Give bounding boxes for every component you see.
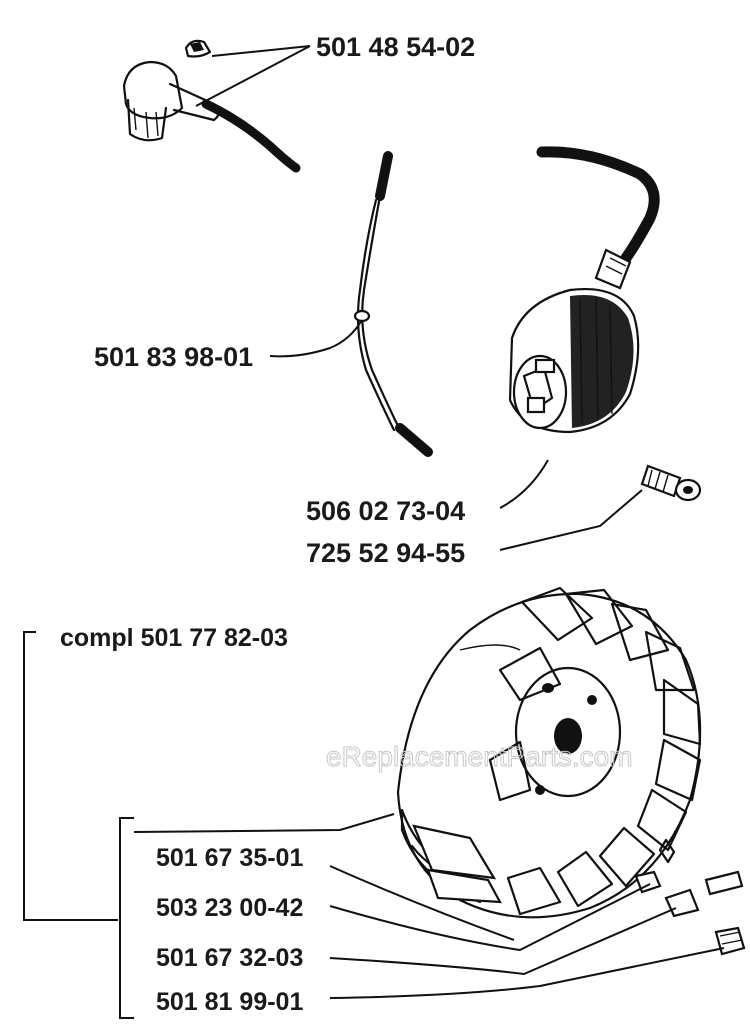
screw-drawing [640, 464, 702, 502]
label-flywheel-part-1: 501 67 35-01 [156, 844, 303, 872]
leader-lines [23, 45, 725, 1019]
label-flywheel-complete: compl 501 77 82-03 [60, 624, 288, 652]
spark-plug-cap-drawing [122, 39, 301, 173]
label-flywheel-part-2: 503 23 00-42 [156, 894, 303, 922]
label-ignition-module: 506 02 73-04 [306, 496, 465, 526]
label-ignition-cable: 501 83 98-01 [94, 342, 253, 372]
label-flywheel-part-4: 501 81 99-01 [156, 988, 303, 1016]
flywheel-drawing [396, 586, 702, 919]
label-spark-plug-cap: 501 48 54-02 [316, 32, 475, 62]
ignition-cable-drawing [353, 151, 433, 457]
watermark-text: eReplacementParts.com [326, 741, 633, 772]
label-screw: 725 52 94-55 [306, 538, 465, 568]
label-flywheel-part-3: 501 67 32-03 [156, 944, 303, 972]
ignition-module-drawing [508, 146, 660, 434]
